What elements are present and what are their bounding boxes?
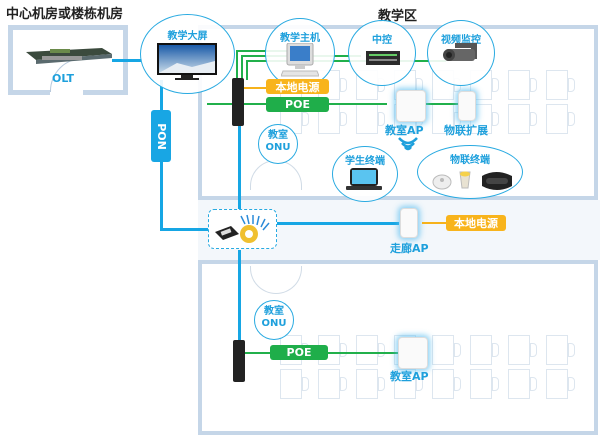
chair — [492, 343, 499, 357]
chair — [454, 377, 461, 391]
iot-expansion-device — [458, 91, 476, 121]
power-line-top — [244, 87, 266, 89]
chair — [416, 377, 423, 391]
bottom-classroom-wall — [198, 260, 598, 435]
student-terminal-label: 学生终端 — [345, 156, 385, 167]
chair — [492, 112, 499, 126]
desk — [508, 369, 530, 399]
onu-to-host-line-1 — [236, 50, 238, 78]
chair — [530, 377, 537, 391]
server-room-title: 中心机房或楼栋机房 — [6, 7, 124, 22]
teaching-screen-label: 教学大屏 — [167, 31, 208, 42]
chair — [340, 377, 347, 391]
desk — [508, 104, 530, 134]
olt-to-screen-line — [112, 59, 142, 62]
chair — [530, 112, 537, 126]
splitter-to-corridor-ap-line — [277, 222, 399, 225]
classroom-ap-bottom-device — [398, 337, 428, 369]
onu-to-control-line-v — [241, 55, 243, 79]
classroom-onu-top-label-2: ONU — [265, 142, 291, 153]
classroom-onu-top-bubble — [258, 124, 298, 164]
central-control-device-icon — [366, 50, 400, 65]
chair — [340, 78, 347, 92]
desk — [318, 369, 340, 399]
optical-splitter-icon — [215, 214, 270, 243]
iot-devices-icon — [432, 168, 516, 192]
desk — [546, 369, 568, 399]
poe-bottom-tag: POE — [270, 345, 328, 360]
splitter-to-bottom-onu-line — [238, 250, 241, 340]
desk — [356, 369, 378, 399]
onu-to-host-line-1h — [236, 50, 292, 52]
classroom-onu-bottom-bubble — [254, 300, 294, 340]
chair — [568, 78, 575, 92]
chair — [530, 343, 537, 357]
chair — [378, 112, 385, 126]
chair — [378, 343, 385, 357]
chair — [340, 112, 347, 126]
classroom-onu-top-label-1: 教室 — [268, 130, 288, 141]
classroom-onu-bottom-label-1: 教室 — [264, 306, 284, 317]
classroom-onu-top-device — [232, 78, 244, 126]
desk — [356, 335, 378, 365]
local-power-top-tag: 本地电源 — [266, 79, 329, 94]
pon-tag-text: PON — [154, 122, 168, 150]
classroom-onu-bottom-device — [233, 340, 245, 382]
olt-device-icon — [22, 44, 112, 66]
optical-splitter-box — [208, 209, 277, 249]
wifi-signal-icon — [397, 136, 419, 152]
chair — [568, 377, 575, 391]
desk — [546, 104, 568, 134]
power-line-corridor — [422, 222, 446, 224]
chair — [340, 343, 347, 357]
video-surveillance-label: 视频监控 — [441, 35, 481, 46]
poe-top-tag: POE — [266, 97, 329, 112]
chair — [492, 78, 499, 92]
iot-expansion-label: 物联扩展 — [444, 124, 488, 137]
desk — [508, 70, 530, 100]
camera-icon — [441, 43, 481, 67]
desk — [432, 369, 454, 399]
corridor-ap-label: 走廊AP — [390, 242, 429, 255]
chair — [454, 343, 461, 357]
desk — [432, 335, 454, 365]
chair — [302, 112, 309, 126]
onu-to-camera-line-v — [246, 60, 248, 80]
local-power-corridor-tag: 本地电源 — [446, 215, 506, 231]
corridor-ap-device — [400, 208, 418, 238]
classroom-onu-bottom-label: 教室 ONU — [254, 306, 294, 330]
chair — [568, 343, 575, 357]
desk — [356, 104, 378, 134]
teaching-host-label: 教学主机 — [280, 33, 320, 44]
monitor-icon — [157, 43, 217, 81]
desktop-computer-icon — [280, 42, 320, 77]
desk — [508, 335, 530, 365]
ap-to-iot-line — [400, 103, 460, 105]
desk — [280, 369, 302, 399]
desk — [470, 335, 492, 365]
chair — [492, 377, 499, 391]
chair — [530, 78, 537, 92]
desk — [546, 70, 568, 100]
onu-to-camera-line-h — [246, 60, 446, 62]
chair — [378, 377, 385, 391]
central-control-label: 中控 — [372, 35, 392, 46]
chair — [302, 377, 309, 391]
desk — [470, 369, 492, 399]
desk — [394, 369, 416, 399]
classroom-onu-bottom-label-2: ONU — [261, 318, 287, 329]
classroom-onu-top-label: 教室 ONU — [258, 130, 298, 154]
classroom-ap-bottom-label: 教室AP — [390, 370, 429, 383]
chair — [568, 112, 575, 126]
server-room-door-gap — [50, 90, 83, 98]
iot-terminal-label: 物联终端 — [450, 155, 490, 166]
classroom-ap-top-label: 教室AP — [385, 124, 424, 137]
splitter-to-top-onu-line — [238, 110, 241, 210]
laptop-icon — [346, 168, 382, 192]
pon-tag: PON — [151, 110, 171, 162]
olt-label: OLT — [52, 72, 75, 85]
desk — [546, 335, 568, 365]
pon-trunk-to-splitter — [160, 228, 210, 231]
classroom-ap-top-device — [396, 90, 426, 122]
